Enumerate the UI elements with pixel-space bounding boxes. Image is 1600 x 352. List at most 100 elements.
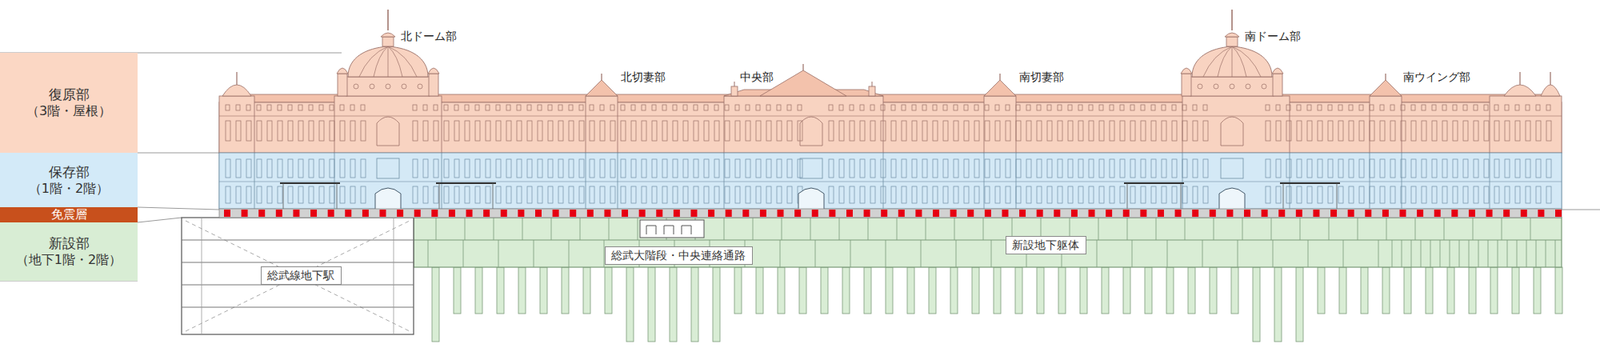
section-name: 復原部 bbox=[48, 85, 90, 104]
station-diagonal bbox=[185, 220, 410, 332]
large-window bbox=[800, 158, 823, 179]
window bbox=[433, 104, 438, 111]
isolator bbox=[1175, 209, 1182, 217]
window bbox=[704, 186, 709, 204]
window bbox=[1380, 120, 1385, 141]
window bbox=[579, 120, 584, 141]
isolator bbox=[1036, 209, 1044, 217]
window bbox=[558, 186, 564, 204]
pile bbox=[496, 267, 504, 314]
window bbox=[1442, 120, 1448, 141]
window bbox=[1016, 186, 1021, 204]
partition bbox=[896, 217, 898, 240]
window bbox=[953, 120, 959, 141]
window bbox=[776, 186, 782, 204]
pile bbox=[1404, 267, 1412, 314]
window bbox=[1525, 159, 1531, 178]
isolator bbox=[1019, 209, 1026, 217]
partition bbox=[1213, 217, 1215, 240]
window bbox=[901, 120, 907, 141]
label-box: 新設地下躯体 bbox=[1005, 236, 1087, 255]
window bbox=[756, 186, 761, 204]
window bbox=[1380, 186, 1385, 204]
window bbox=[225, 186, 231, 204]
window bbox=[485, 186, 491, 204]
window bbox=[641, 104, 646, 111]
window bbox=[683, 186, 688, 204]
partition bbox=[1357, 217, 1359, 240]
pile bbox=[1123, 267, 1131, 314]
pile bbox=[432, 267, 440, 342]
finial bbox=[1384, 73, 1386, 80]
canopy-post bbox=[1283, 183, 1284, 209]
window bbox=[1203, 159, 1208, 178]
isolator bbox=[673, 209, 680, 217]
window bbox=[1088, 104, 1093, 111]
window bbox=[600, 104, 604, 111]
pile bbox=[1382, 267, 1390, 314]
isolator bbox=[224, 209, 231, 217]
window bbox=[828, 120, 834, 141]
window bbox=[1400, 120, 1406, 141]
canopy-post bbox=[1336, 183, 1338, 209]
window bbox=[1328, 104, 1332, 111]
window bbox=[756, 159, 761, 178]
pile bbox=[475, 267, 483, 314]
window bbox=[1026, 120, 1032, 141]
partition bbox=[752, 217, 754, 240]
window bbox=[277, 186, 283, 204]
window bbox=[1307, 120, 1312, 141]
window bbox=[880, 159, 886, 178]
window bbox=[953, 104, 958, 111]
window bbox=[267, 186, 272, 204]
pavilion-lower bbox=[724, 152, 884, 209]
window bbox=[1546, 104, 1551, 111]
partition bbox=[1420, 240, 1422, 268]
dome-turret bbox=[1181, 73, 1192, 96]
window bbox=[589, 120, 595, 141]
window bbox=[1390, 186, 1396, 204]
isolator bbox=[1105, 209, 1112, 217]
window bbox=[922, 104, 927, 111]
window bbox=[714, 120, 720, 141]
window bbox=[787, 159, 792, 178]
window bbox=[922, 159, 928, 178]
dome-rib bbox=[373, 46, 388, 77]
window bbox=[1400, 159, 1406, 178]
isolator bbox=[777, 209, 784, 217]
end-dome bbox=[1540, 84, 1560, 96]
window bbox=[246, 159, 252, 178]
window bbox=[1390, 104, 1395, 111]
window bbox=[683, 120, 688, 141]
window bbox=[298, 159, 304, 178]
pile bbox=[885, 267, 893, 314]
partition bbox=[954, 217, 956, 240]
window bbox=[568, 120, 574, 141]
window bbox=[329, 159, 335, 178]
partition bbox=[815, 240, 816, 268]
window bbox=[932, 159, 938, 178]
seismic-isolation-layer bbox=[219, 208, 1562, 218]
partition bbox=[637, 217, 639, 240]
window bbox=[1068, 120, 1073, 141]
window bbox=[464, 104, 469, 111]
window bbox=[984, 120, 990, 141]
partition bbox=[956, 240, 957, 268]
entrance bbox=[375, 188, 401, 209]
pile bbox=[669, 267, 677, 342]
partition bbox=[1242, 217, 1244, 240]
pile bbox=[1468, 267, 1476, 314]
window bbox=[776, 159, 782, 178]
window bbox=[1515, 120, 1520, 141]
window bbox=[444, 120, 449, 141]
isolator bbox=[880, 209, 888, 217]
window bbox=[1515, 186, 1520, 204]
lantern-cap bbox=[1224, 32, 1240, 37]
window bbox=[1265, 159, 1271, 178]
window bbox=[1494, 104, 1499, 111]
window bbox=[1400, 104, 1405, 111]
canopy-post bbox=[1127, 183, 1128, 209]
pile bbox=[1360, 267, 1368, 314]
window bbox=[1296, 104, 1301, 111]
isolator bbox=[328, 209, 335, 217]
